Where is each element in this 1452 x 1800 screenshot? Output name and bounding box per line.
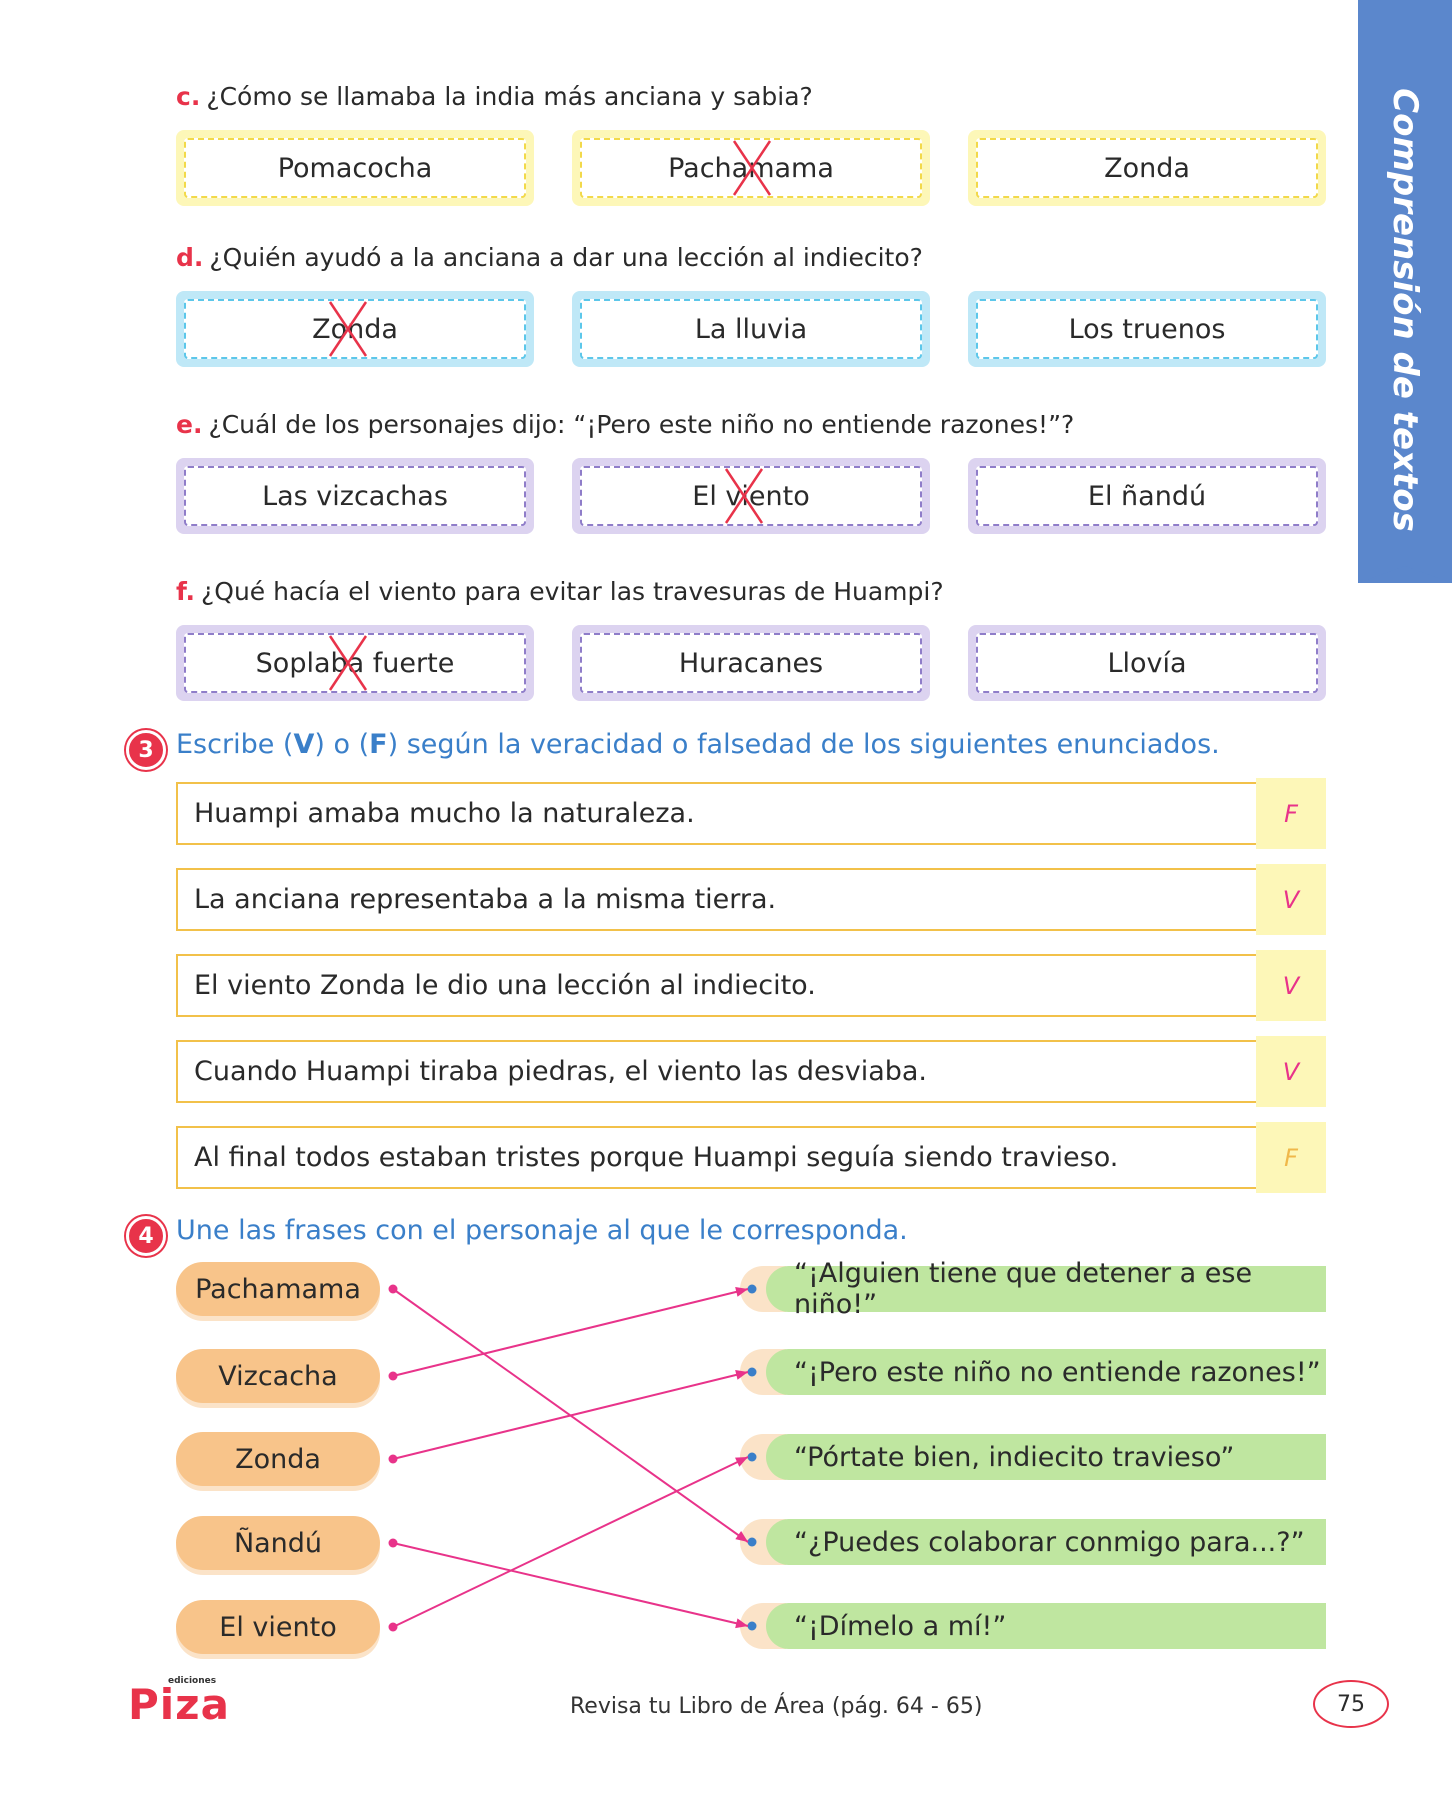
page-number: 75 bbox=[1313, 1680, 1389, 1728]
arrowhead bbox=[735, 1530, 748, 1542]
arrowhead bbox=[735, 1618, 748, 1629]
question-f: f.¿Qué hacía el viento para evitar las t… bbox=[176, 577, 944, 606]
phrase-item[interactable]: “Pórtate bien, indiecito travieso” bbox=[740, 1434, 1326, 1480]
right-dot bbox=[747, 1284, 757, 1294]
question-d: d.¿Quién ayudó a la anciana a dar una le… bbox=[176, 243, 923, 272]
section-4-number: 4 bbox=[126, 1216, 166, 1256]
match-line bbox=[392, 1288, 749, 1377]
option-e-1[interactable]: Las vizcachas bbox=[176, 458, 534, 534]
arrowhead bbox=[735, 1457, 748, 1467]
question-e: e.¿Cuál de los personajes dijo: “¡Pero e… bbox=[176, 410, 1075, 439]
sidebar-tab: Comprensión de textos bbox=[1358, 0, 1452, 583]
answer-field[interactable]: V bbox=[1256, 1036, 1326, 1107]
statement-row: Cuando Huampi tiraba piedras, el viento … bbox=[176, 1036, 1326, 1107]
arrowhead bbox=[735, 1370, 748, 1380]
match-line bbox=[392, 1456, 749, 1628]
character-pachamama[interactable]: Pachamama bbox=[176, 1262, 380, 1316]
cross-mark bbox=[328, 635, 368, 691]
character-el-viento[interactable]: El viento bbox=[176, 1600, 380, 1654]
right-dot bbox=[747, 1452, 757, 1462]
character-zonda[interactable]: Zonda bbox=[176, 1432, 380, 1486]
phrase-item[interactable]: “¡Dímelo a mí!” bbox=[740, 1603, 1326, 1649]
statement-text: Cuando Huampi tiraba piedras, el viento … bbox=[176, 1040, 1256, 1103]
phrase-item[interactable]: “¡Pero este niño no entiende razones!” bbox=[740, 1349, 1326, 1395]
option-c-1[interactable]: Pomacocha bbox=[176, 130, 534, 206]
arrowhead bbox=[735, 1287, 748, 1297]
right-dot bbox=[747, 1537, 757, 1547]
answer-field[interactable]: V bbox=[1256, 864, 1326, 935]
statement-text: Huampi amaba mucho la naturaleza. bbox=[176, 782, 1256, 845]
answer-field[interactable]: F bbox=[1256, 778, 1326, 849]
answer-field[interactable]: F bbox=[1256, 1122, 1326, 1193]
cross-mark bbox=[724, 468, 764, 524]
option-e-3[interactable]: El ñandú bbox=[968, 458, 1326, 534]
phrase-item[interactable]: “¡Alguien tiene que detener a ese niño!” bbox=[740, 1258, 1326, 1320]
cross-mark bbox=[328, 301, 368, 357]
character-nandu[interactable]: Ñandú bbox=[176, 1516, 380, 1570]
option-e-2[interactable]: El viento bbox=[572, 458, 930, 534]
option-c-3[interactable]: Zonda bbox=[968, 130, 1326, 206]
statement-row: La anciana representaba a la misma tierr… bbox=[176, 864, 1326, 935]
character-vizcacha[interactable]: Vizcacha bbox=[176, 1349, 380, 1403]
section-3-instruction: Escribe (V) o (F) según la veracidad o f… bbox=[176, 729, 1220, 760]
right-dot bbox=[747, 1367, 757, 1377]
statement-row: Al final todos estaban tristes porque Hu… bbox=[176, 1122, 1326, 1193]
section-3-number: 3 bbox=[126, 730, 166, 770]
statement-text: El viento Zonda le dio una lección al in… bbox=[176, 954, 1256, 1017]
option-d-3[interactable]: Los truenos bbox=[968, 291, 1326, 367]
match-line bbox=[392, 1371, 749, 1460]
right-dot bbox=[747, 1621, 757, 1631]
statement-row: El viento Zonda le dio una lección al in… bbox=[176, 950, 1326, 1021]
cross-mark bbox=[732, 140, 772, 196]
statement-row: Huampi amaba mucho la naturaleza. F bbox=[176, 778, 1326, 849]
option-f-2[interactable]: Huracanes bbox=[572, 625, 930, 701]
logo: ediciones Piza bbox=[128, 1676, 230, 1729]
statement-text: La anciana representaba a la misma tierr… bbox=[176, 868, 1256, 931]
option-d-1[interactable]: Zonda bbox=[176, 291, 534, 367]
match-line bbox=[392, 1542, 749, 1627]
answer-field[interactable]: V bbox=[1256, 950, 1326, 1021]
option-d-2[interactable]: La lluvia bbox=[572, 291, 930, 367]
sidebar-notch bbox=[1358, 566, 1452, 583]
question-c: c.¿Cómo se llamaba la india más anciana … bbox=[176, 82, 813, 111]
book-reference: Revisa tu Libro de Área (pág. 64 - 65) bbox=[570, 1694, 983, 1719]
section-4-instruction: Une las frases con el personaje al que l… bbox=[176, 1215, 908, 1246]
option-f-3[interactable]: Llovía bbox=[968, 625, 1326, 701]
statement-text: Al final todos estaban tristes porque Hu… bbox=[176, 1126, 1256, 1189]
